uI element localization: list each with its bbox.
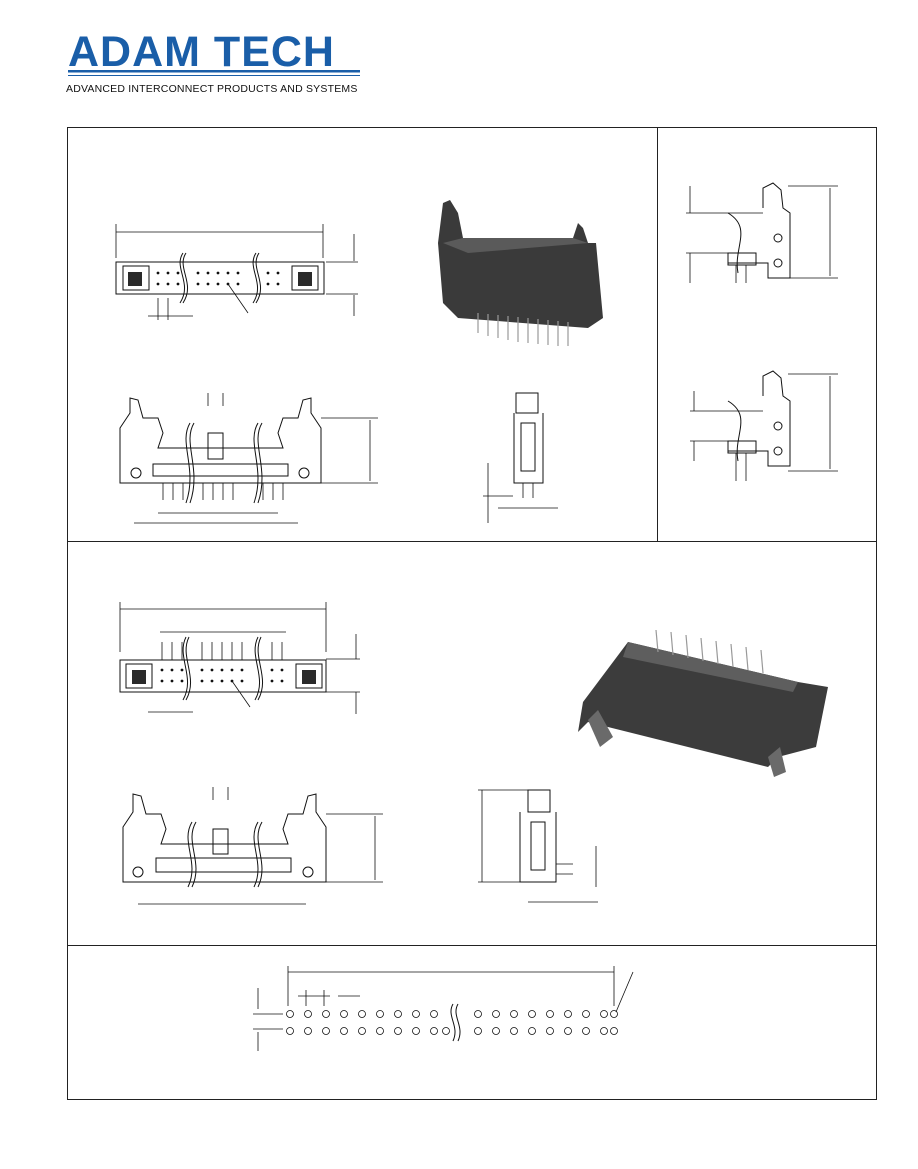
straight-header-panel <box>67 127 658 542</box>
pcb-layout <box>253 966 634 1051</box>
adam-tech-logo: ADAM TECH <box>68 28 360 76</box>
ejector-latch-panel <box>657 127 877 542</box>
ejector-latch-side-views <box>686 182 838 481</box>
connector-photo-straight-icon <box>438 200 603 346</box>
pcb-layout-panel <box>67 945 877 1100</box>
straight-header-drawings <box>115 200 603 524</box>
company-tagline: ADVANCED INTERCONNECT PRODUCTS AND SYSTE… <box>66 83 358 95</box>
connector-photo-right-angle-icon <box>578 629 828 777</box>
logo-wordmark: ADAM TECH <box>68 28 335 76</box>
right-angle-header-drawings <box>119 602 828 905</box>
right-angle-header-panel <box>67 541 877 946</box>
